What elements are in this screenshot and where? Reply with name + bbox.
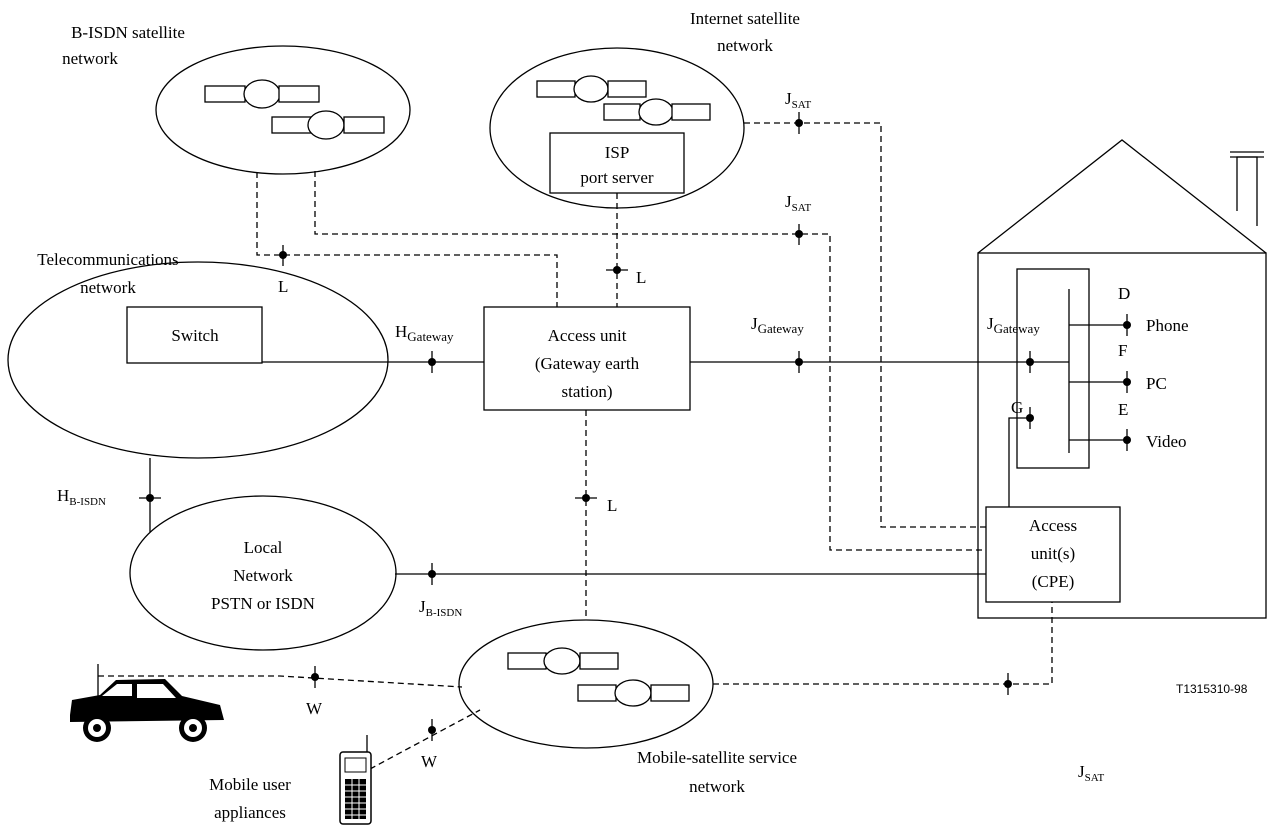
mobile-sat-to-cpe-link [713,602,1053,685]
bisdn-sat-label-line2: network [62,49,118,68]
access-unit-line1: Access unit [548,326,627,345]
ref-l-mobile: L [607,496,617,515]
local-network [129,495,397,651]
satellite-icon [603,98,711,126]
premises-bus-panel [1016,268,1090,469]
internet-sat-label-line1: Internet satellite [690,9,800,28]
handset-link [369,709,481,770]
bisdn-sat-label-line1: B-ISDN satellite [71,23,185,42]
bisdn-satellite-network [155,45,411,175]
ref-g: G [1011,398,1023,417]
cpe-label-line1: Access [1029,516,1077,535]
mobile-satellite-network [458,619,714,749]
cpe-to-bus-line [1008,417,1030,507]
local-network-line1: Local [244,538,283,557]
satellite-icon [536,75,647,103]
isp-label-line2: port server [580,168,654,187]
device-video-label: Video [1146,432,1187,451]
access-unit-line2: (Gateway earth [535,354,640,373]
cpe-label-line2: unit(s) [1031,544,1075,563]
ref-f: F [1118,341,1127,360]
isp-label-line1: ISP [605,143,630,162]
cpe-label-line3: (CPE) [1032,572,1075,591]
telecom-label-line2: network [80,278,136,297]
mobile-phone-icon [339,735,372,825]
car-icon [70,664,224,742]
mobile-users-line1: Mobile user [209,775,291,794]
mobile-users-line2: appliances [214,803,286,822]
access-unit-cpe-box [985,506,1121,603]
satellite-icon [577,679,690,707]
ref-h-bisdn: HB-ISDN [57,486,106,508]
satellite-icon [507,647,619,675]
ref-jsat-bisdn: JSAT [785,192,811,214]
ref-w-handset: W [421,752,438,771]
access-unit-line3: station) [562,382,613,401]
bisdn-sat-link [256,172,558,307]
reference-point-markers [139,112,1131,741]
ref-e: E [1118,400,1128,419]
switch-label: Switch [171,326,219,345]
mobile-sat-label-line2: network [689,777,745,796]
ref-jsat-mobile: JSAT [1078,762,1104,784]
device-pc-label: PC [1146,374,1167,393]
figure-id: T1315310-98 [1176,682,1248,696]
telecom-label-line1: Telecommunications [37,250,178,269]
ref-j-bisdn: JB-ISDN [419,597,462,619]
ref-jsat-internet: JSAT [785,89,811,111]
ref-l-bisdn: L [278,277,288,296]
customer-premises-house [977,139,1267,619]
ref-h-gateway: HGateway [395,322,454,344]
access-unit-gateway-box [483,306,691,411]
telecommunications-network [7,261,389,459]
local-network-line3: PSTN or ISDN [211,594,315,613]
satellite-icon [271,110,385,140]
car-link [98,675,463,688]
internet-sat-label-line2: network [717,36,773,55]
bisdn-sat-to-cpe-link [314,171,986,551]
ref-j-gateway: JGateway [751,314,804,336]
device-phone-label: Phone [1146,316,1189,335]
ref-w-car: W [306,699,323,718]
internet-sat-to-cpe-link [744,122,986,528]
local-network-line2: Network [233,566,293,585]
switch-box [126,306,263,364]
ref-j-gateway-premises: JGateway [987,314,1040,336]
ref-d: D [1118,284,1130,303]
ref-l-isp: L [636,268,646,287]
satellite-icon [204,79,320,109]
isp-port-server-box [549,132,685,194]
mobile-sat-label-line1: Mobile-satellite service [637,748,797,767]
